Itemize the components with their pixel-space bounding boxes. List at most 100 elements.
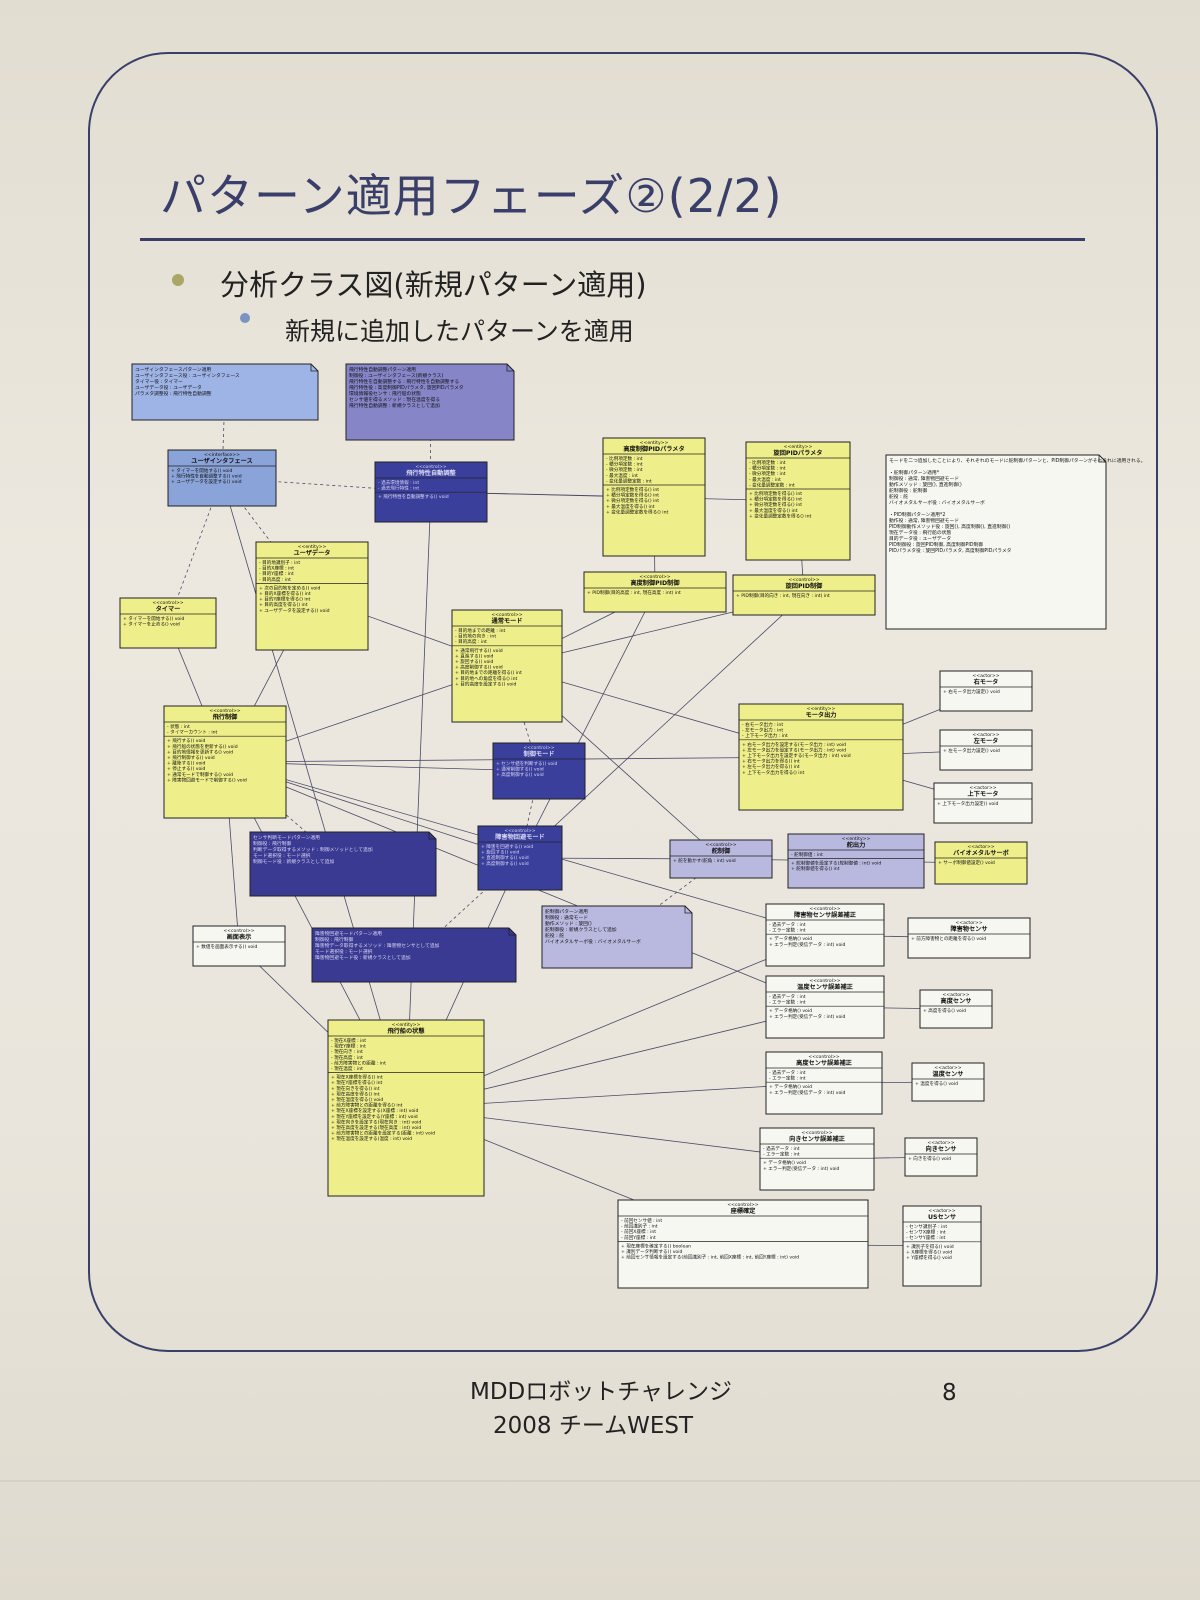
class-operation: + 高度制御する() void [496, 771, 544, 778]
note-shape [131, 363, 319, 421]
uml-class-dircorr: <<control>>向きセンサ誤差補正- 過去データ : int- エラー定数… [759, 1127, 875, 1191]
note-line: 動作役 : 通常, 障害物回避モード [889, 517, 959, 524]
class-box [192, 925, 286, 967]
uml-class-dirsensor: <<actor>>向きセンサ+ 向きを得る() void [904, 1137, 978, 1177]
class-attribute: - エラー定数 : int [763, 1151, 800, 1158]
class-operation: + 左モータ出力設定() void [943, 747, 1000, 754]
class-attribute: - 最大温度 : int [606, 472, 638, 479]
note-line: 制御役 : 通常, 障害物回避モード [889, 475, 959, 482]
note-shape [311, 927, 517, 983]
class-stereotype: <<control>> [809, 906, 840, 912]
class-box [934, 841, 1028, 885]
class-box [759, 1127, 875, 1191]
class-name: 飛行船の状態 [386, 1027, 424, 1035]
class-box [939, 670, 1033, 712]
class-attribute: - 上下モータ出力 : int [742, 732, 788, 739]
class-attribute: - 微分項定数 : int [606, 466, 643, 473]
note-line: 動作メソッド : 旋回() [545, 920, 592, 927]
uml-class-altpid: <<entity>>高度制御PIDパラメタ- 比例項定数 : int- 積分項定… [602, 437, 706, 557]
uml-class-avoid: <<control>>障害物回避モード+ 障害を回避する() void+ 旋回す… [477, 825, 563, 891]
class-box [492, 742, 586, 800]
class-operation: + エラー判定(受信データ : int) void [763, 1165, 840, 1172]
class-name: 旋回PIDパラメタ [773, 449, 823, 457]
class-operation: + ユーザデータを設定する() void [259, 607, 330, 614]
uml-class-rudctl: <<control>>旋回PID制御+ PID制御(目的向き : int, 現在… [732, 574, 876, 616]
class-attribute: - 舵制御値 : int [791, 851, 823, 858]
class-operation: + 舵を動かす(舵角 : int) void [673, 857, 736, 864]
class-operation: + 左モータ出力を設定する(モータ出力 : int) void [742, 746, 846, 753]
association-line [519, 591, 656, 859]
note-line: PID制御動作メソッド役 : 旋回(), 高度制御(), 直進制御() [889, 523, 1010, 530]
class-attribute: - センサ識別子 : int [906, 1223, 947, 1230]
class-stereotype: <<control>> [223, 928, 254, 934]
page-number: 8 [942, 1380, 957, 1406]
note-line: 舵制御役 : 舵制御 [889, 487, 927, 494]
class-operation: + 舵制御値を設定する(舵制御値 : int) void [791, 860, 881, 867]
class-name: 制御モード [524, 750, 555, 758]
class-stereotype: <<entity>> [640, 440, 669, 446]
class-name: 飛行制御 [212, 713, 238, 721]
note-line: 障害物回避モードパターン適用 [315, 930, 382, 937]
class-operation: + 比例項定数を得る() int [606, 486, 659, 493]
note-line: 障害物回避モード役 : 新規クラスとして追加 [315, 954, 411, 961]
class-box [669, 839, 773, 879]
note-line: ユーザインタフェース役 : ユーザインタフェース [135, 372, 240, 379]
class-name: 飛行特性自動調整 [405, 469, 456, 477]
class-operation: + X座標を得る() void [906, 1248, 952, 1255]
class-operation: + 最大温度を得る() int [606, 503, 655, 510]
class-name: 温度センサ [933, 1070, 964, 1078]
class-operation: + 現在向きを設定する(現在向き : int) void [331, 1118, 421, 1125]
class-name: ユーザデータ [293, 549, 330, 557]
class-attribute: - 過去環境情報 : int [378, 479, 419, 486]
note-line: 障害物データ取得するメソッド : 障害物センサとして追加 [315, 942, 440, 949]
class-operation: + 前方障害物との距離を設定する(距離 : int) void [331, 1130, 435, 1137]
title-underline [140, 238, 1085, 241]
class-operation: + 目的地までの距離を得る() int [455, 669, 522, 676]
class-attribute: - 変化量調整定数 : int [749, 481, 795, 488]
class-name: ユーザインタフェース [191, 457, 252, 465]
note-shape [885, 454, 1107, 630]
class-stereotype: <<entity>> [392, 1022, 421, 1028]
uml-class-mode: <<control>>制御モード+ センサ値を判断する() void+ 通常制御… [492, 742, 586, 800]
association-lines [167, 391, 987, 1247]
uml-class-state: <<entity>>飛行船の状態- 現在X座標 : int- 現在Y座標 : i… [327, 1019, 485, 1197]
class-attribute: - 前回識別子 : int [621, 1223, 658, 1230]
class-operation: + 積分項定数を得る() int [606, 492, 659, 499]
class-operation: + 目的高度を設定する() void [455, 680, 517, 687]
class-operation: + 向きを得る() void [908, 1155, 951, 1162]
note-line: モードを二つ追加したことにより、それぞれのモードに舵制御パターンと、PID制御パ… [889, 457, 1145, 464]
class-operation: + 飛行特性を自動調整する() void [378, 493, 449, 500]
class-stereotype: <<entity>> [807, 706, 836, 712]
class-stereotype: <<control>> [727, 1202, 758, 1208]
class-name: 向きセンサ [926, 1145, 957, 1153]
class-attribute: - エラー定数 : int [769, 927, 806, 934]
class-box [119, 597, 217, 649]
class-attribute: - 目的地識別子 : int [259, 559, 300, 566]
uml-class-timer: <<control>>タイマー+ タイマーを開始する() void+ タイマーを… [119, 597, 217, 649]
class-operation: + センサ値を判断する() void [496, 760, 558, 767]
class-operation: + 識別子を得る() void [906, 1243, 954, 1250]
class-operation: + PID制御(目的高度 : int, 現在高度 : int) int [587, 589, 681, 596]
note-line: 舵役 : 舵 [889, 493, 908, 500]
class-name: バイオメタルサーボ [953, 849, 1009, 857]
class-operation: + 数値を画面表示する() void [196, 943, 258, 950]
uml-class-disp: <<control>>画面表示+ 数値を画面表示する() void [192, 925, 286, 967]
class-box [732, 574, 876, 616]
class-stereotype: <<control>> [639, 574, 670, 580]
class-box [745, 441, 851, 561]
note-line: パラメタ調整役 : 飛行特性自動調整 [135, 390, 212, 397]
note-line: 動作メソッド : 旋回(), 直進制御() [889, 481, 962, 488]
class-operation: + 現在高度を得る() int [331, 1090, 380, 1097]
note-line: 制御役 : 飛行制御 [315, 936, 353, 943]
class-operation: + データ格納() void [769, 1007, 812, 1014]
uml-class-lmotor: <<actor>>左モータ+ 左モータ出力設定() void [939, 729, 1033, 771]
class-box [477, 825, 563, 891]
class-attribute: - 目的高度 : int [455, 638, 487, 645]
association-line [405, 491, 432, 1109]
class-operation: + 識別データ判断する() void [621, 1248, 683, 1255]
class-operation: + 現在Y座標を得る() int [331, 1079, 383, 1086]
class-operation: + 目的地への角度を得る() int [455, 675, 517, 682]
class-operation: + 通常制御する() void [496, 766, 544, 773]
class-operation: + 現在座標を確定する() boolean [621, 1242, 691, 1249]
